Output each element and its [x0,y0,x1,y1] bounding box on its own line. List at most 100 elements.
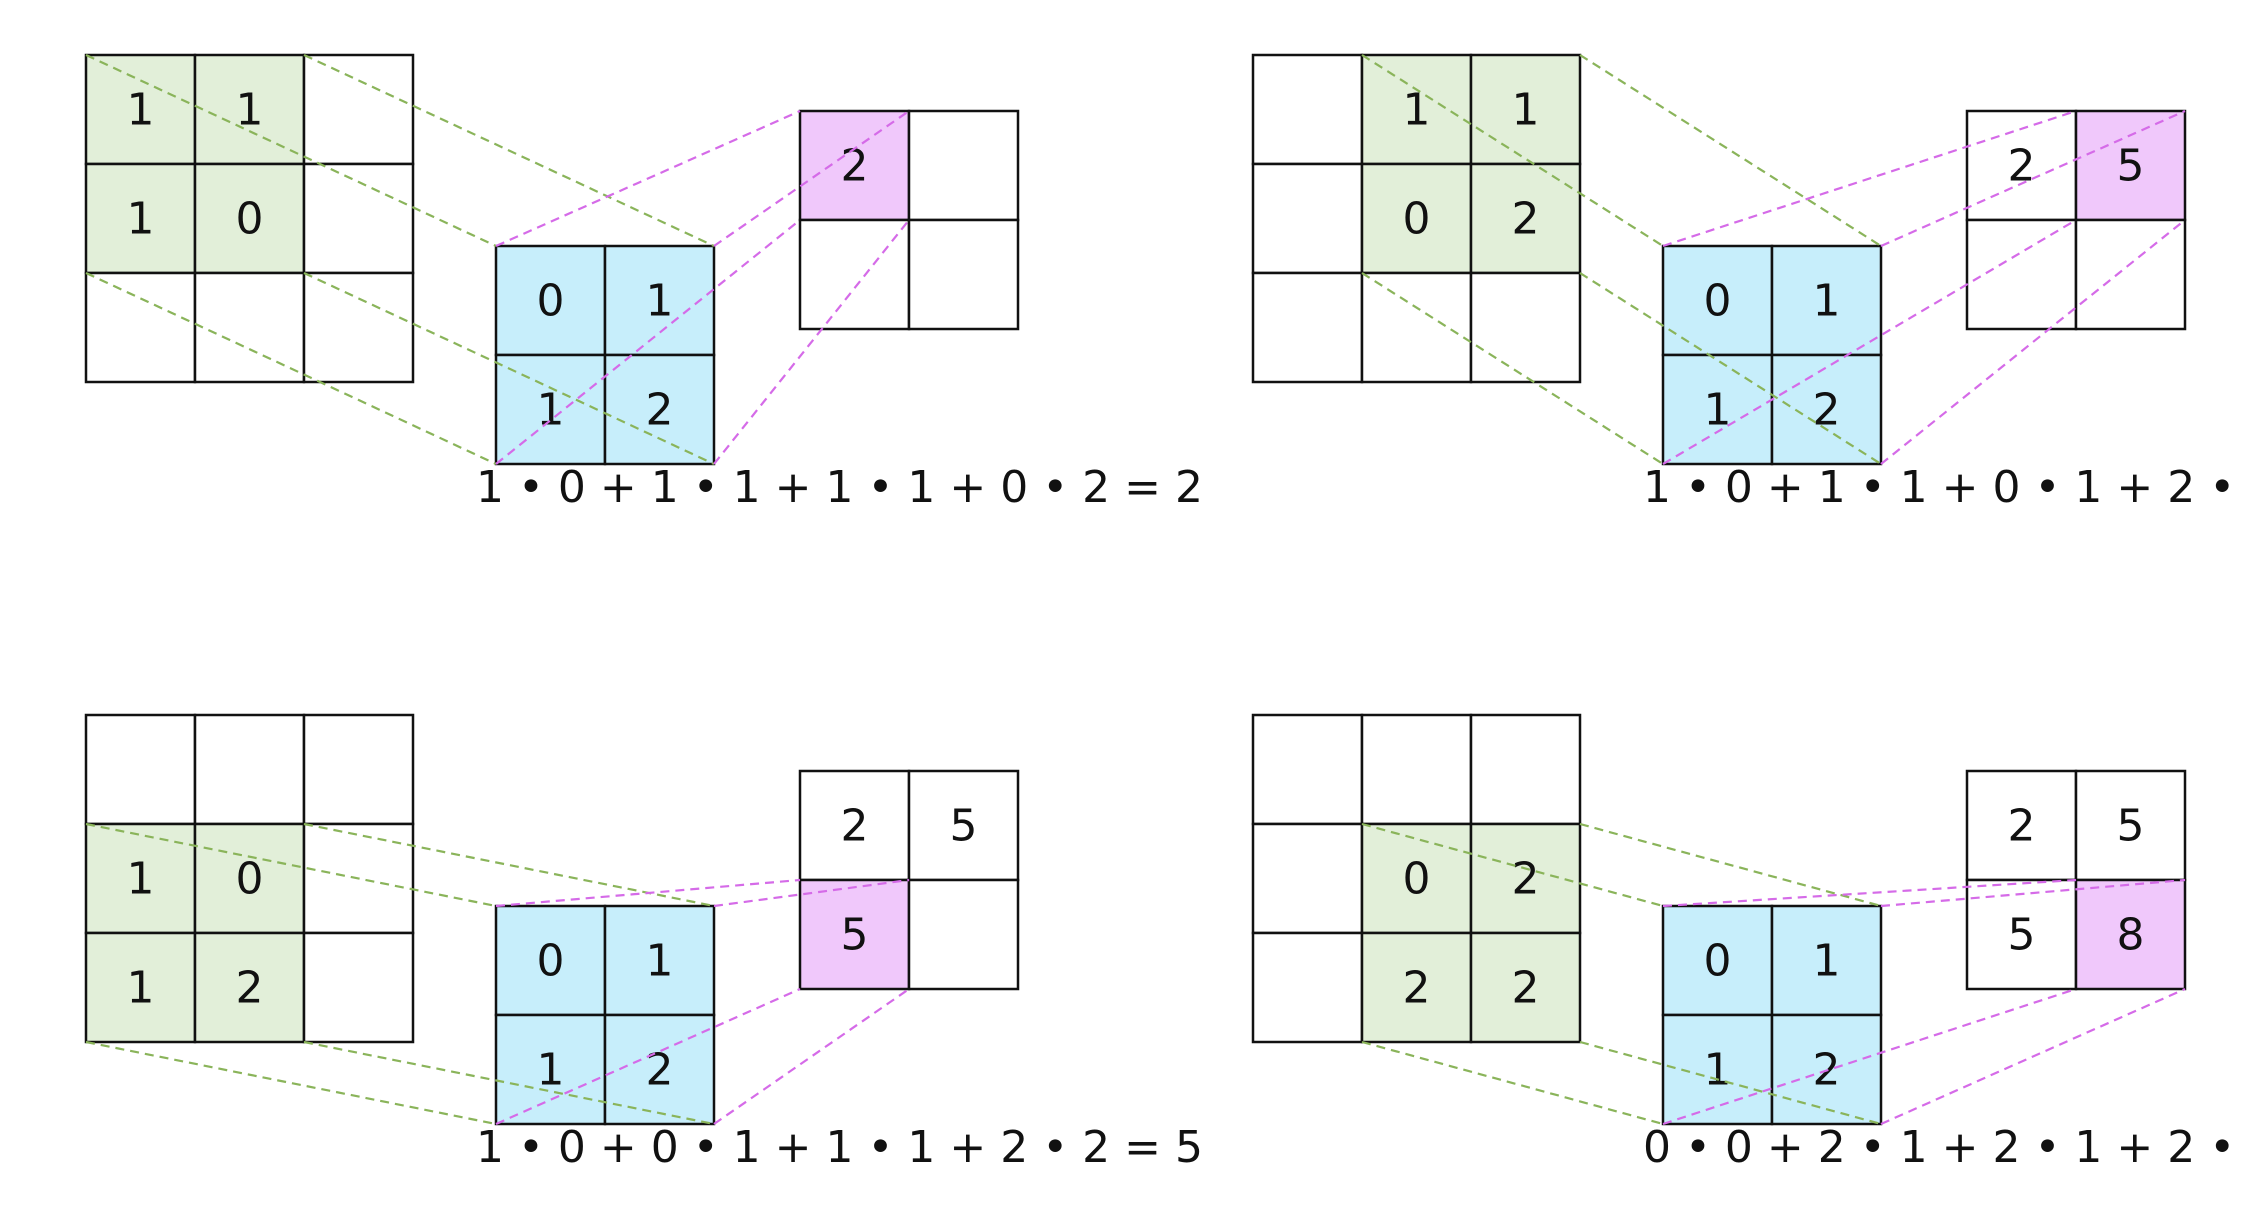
input-cell-value: 2 [1403,963,1431,1014]
input-connector [85,54,497,247]
input-cell-value: 2 [236,963,264,1014]
input-cell [193,931,306,1044]
input-cell [84,931,197,1044]
input-cell-value: 2 [1512,963,1540,1014]
input-cell-value: 2 [1512,194,1540,245]
output-cell [798,769,911,882]
connector-lines [85,822,910,1126]
output-connector [1662,878,2077,908]
input-cell [1469,271,1582,384]
kernel-cell [603,244,716,357]
panel-4: 0222011225580 • 0 + 2 • 1 + 2 • 1 + 2 • … [1251,713,2243,1173]
kernel-cell-value: 2 [1813,385,1841,436]
output-cell [2074,218,2187,331]
output-cell-value: 5 [950,801,978,852]
input-cell [302,713,415,826]
kernel-cell-value: 1 [646,276,674,327]
output-connector [1880,878,2186,908]
input-cell-value: 1 [127,85,155,136]
input-connector [1361,1040,1664,1126]
output-grid: 2 [798,109,1020,331]
input-cell [1360,162,1473,275]
output-cell-value: 2 [2008,801,2036,852]
equation: 1 • 0 + 0 • 1 + 1 • 1 + 2 • 2 = 5 [476,1122,1203,1173]
input-cell [1251,162,1364,275]
input-connector [1361,822,1664,908]
input-cell-value: 0 [1403,194,1431,245]
output-connector [713,219,910,465]
connector-lines [85,54,910,465]
input-cell [1251,271,1364,384]
output-cell [1965,218,2078,331]
input-cell [84,53,197,166]
input-cell-value: 1 [1512,85,1540,136]
output-connector [495,109,801,248]
kernel-cell-value: 1 [537,385,565,436]
output-connector [1880,109,2186,248]
input-cell [193,271,306,384]
kernel-cell [494,1013,607,1126]
output-cell [1965,769,2078,882]
input-connector [85,272,497,465]
output-cell-value: 5 [2008,910,2036,961]
input-cell [1469,162,1582,275]
kernel-cell-value: 0 [537,936,565,987]
equation: 0 • 0 + 2 • 1 + 2 • 1 + 2 • 2 = 8 [1643,1122,2243,1173]
input-cell [302,162,415,275]
input-cell-value: 0 [236,194,264,245]
kernel-cell-value: 0 [1704,936,1732,987]
output-connector [1662,109,2077,248]
kernel-cell-value: 2 [646,1045,674,1096]
input-cell-value: 1 [127,963,155,1014]
input-cell [1360,713,1473,826]
kernel-cell [1770,904,1883,1017]
equation: 1 • 0 + 1 • 1 + 0 • 1 + 2 • 2 = 5 [1643,462,2243,513]
input-cell-value: 1 [127,854,155,905]
output-connector [1662,219,2077,465]
output-cell [907,878,1020,991]
input-connector [1579,54,1882,247]
input-cell [302,931,415,1044]
output-cell [798,878,911,991]
kernel-cell [1661,244,1774,357]
input-cell-value: 1 [127,194,155,245]
input-cell [84,713,197,826]
kernel-cell [1770,244,1883,357]
output-cell [907,218,1020,331]
connector-lines [1361,54,2186,465]
input-cell-value: 0 [236,854,264,905]
output-cell-value: 8 [2117,910,2145,961]
input-cell [1469,53,1582,166]
kernel-cell [494,353,607,466]
input-connector [303,1040,715,1126]
output-cell [2074,769,2187,882]
output-connector [1880,219,2186,465]
kernel-cell [603,904,716,1017]
input-cell [1469,931,1582,1044]
output-connector [495,987,801,1126]
kernel-cell-value: 1 [1813,936,1841,987]
output-connector [713,988,910,1125]
kernel-cell-value: 0 [537,276,565,327]
kernel-cell [603,1013,716,1126]
kernel-cell-value: 1 [646,936,674,987]
input-cell [84,271,197,384]
input-cell [302,271,415,384]
output-cell-value: 5 [841,910,869,961]
input-connector [1579,1040,1882,1126]
kernel-cell [1661,1013,1774,1126]
kernel-cell-value: 1 [1813,276,1841,327]
output-cell [798,218,911,331]
input-connector [303,272,715,465]
input-cell [302,53,415,166]
